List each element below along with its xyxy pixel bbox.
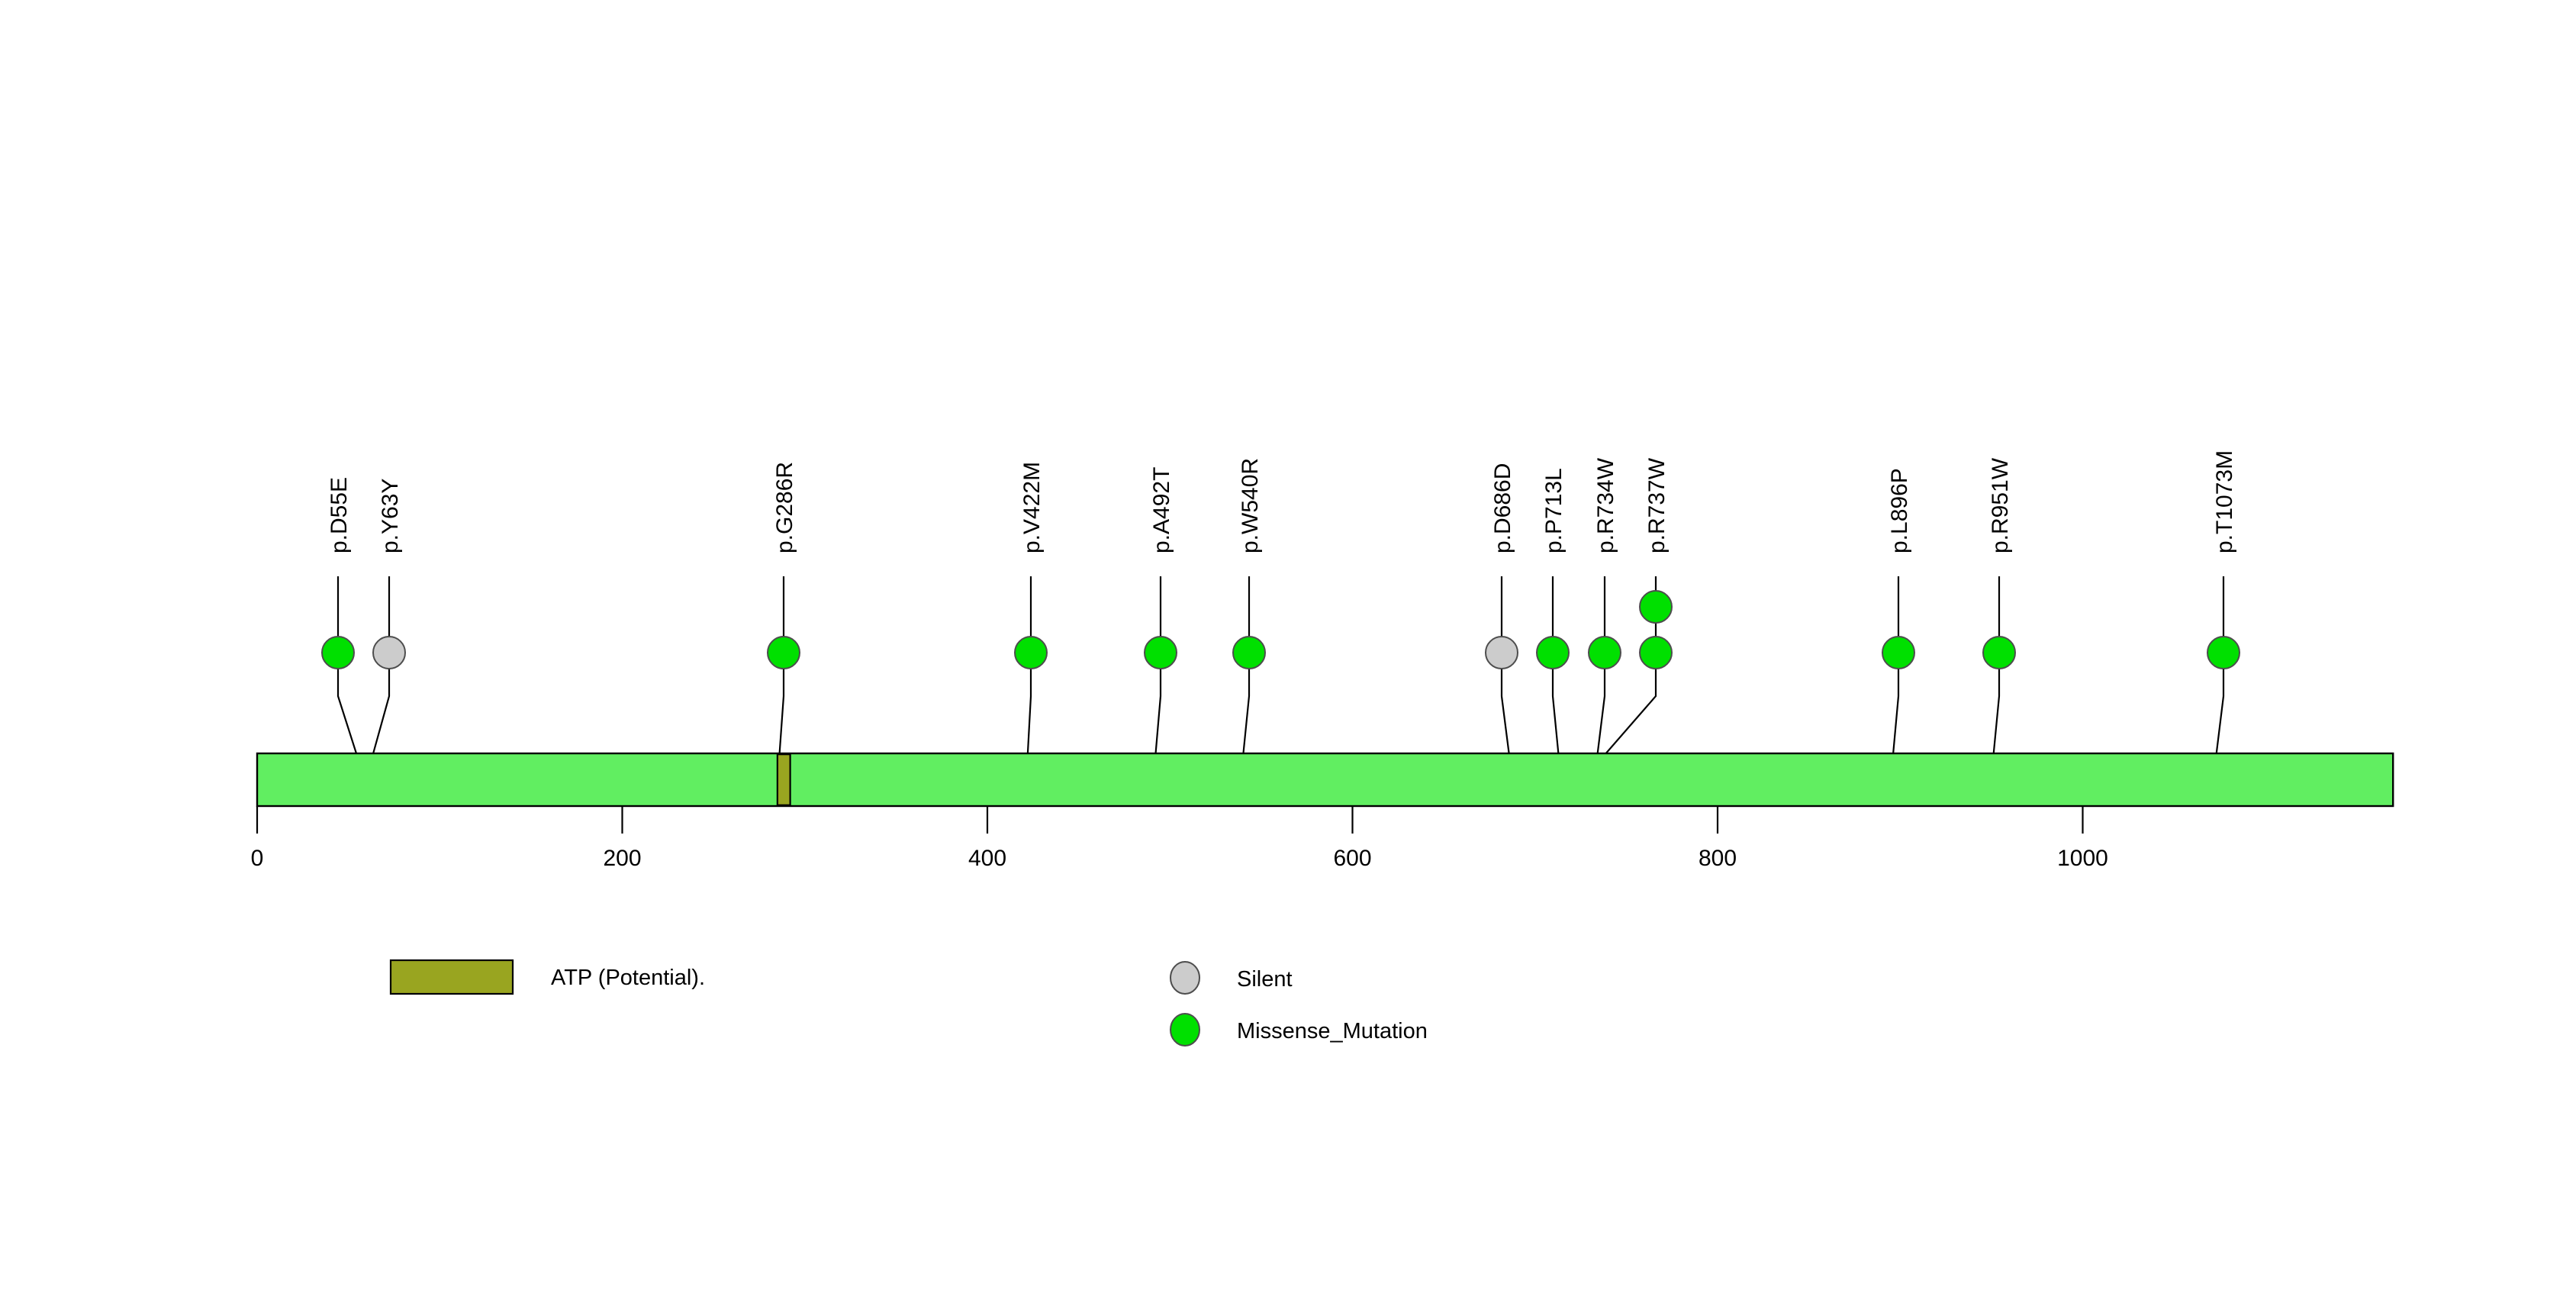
x-axis-layer: 0 200 400 600 800 1000 (251, 806, 2108, 871)
axis-tick-label-800: 800 (1699, 846, 1737, 871)
mutation-node-11[interactable] (1982, 636, 2016, 669)
mutation-node-1[interactable] (372, 636, 406, 669)
mutation-label-9: p.R737W (1644, 457, 1670, 553)
mutation-node-3[interactable] (1014, 636, 1048, 669)
mutation-label-8: p.R734W (1593, 457, 1618, 553)
domain-region-0[interactable] (776, 753, 791, 806)
legend-domain-label-0: ATP (Potential). (551, 966, 705, 990)
mutation-label-1: p.Y63Y (378, 479, 403, 553)
mutation-label-12: p.T1073M (2212, 450, 2237, 553)
mutation-label-11: p.R951W (1988, 457, 2013, 553)
axis-tick-label-200: 200 (603, 846, 641, 871)
mutation-node-12[interactable] (2207, 636, 2240, 669)
mutation-node-6[interactable] (1485, 636, 1518, 669)
axis-tick-label-0: 0 (251, 846, 264, 871)
mutation-node-4[interactable] (1144, 636, 1177, 669)
legend-mutation-label-1: Missense_Mutation (1237, 1019, 1428, 1043)
axis-tick-label-1000: 1000 (2057, 846, 2108, 871)
protein-backbone-bar (256, 752, 2394, 808)
mutation-node-5[interactable] (1232, 636, 1266, 669)
mutation-node-8[interactable] (1588, 636, 1621, 669)
legend-mutation-swatch-1[interactable] (1170, 1013, 1200, 1047)
mutation-node-0[interactable] (321, 636, 355, 669)
legend-mutation-label-0: Silent (1237, 967, 1293, 992)
axis-tick-label-400: 400 (968, 846, 1006, 871)
mutation-label-2: p.G286R (772, 462, 797, 553)
protein-backbone-layer (256, 752, 2394, 808)
mutation-node-9[interactable] (1639, 636, 1673, 669)
legend-domain-swatch-0[interactable] (389, 959, 514, 995)
mutation-label-4: p.A492T (1149, 467, 1174, 553)
mutation-label-7: p.P713L (1541, 468, 1567, 553)
mutation-label-0: p.D55E (327, 477, 352, 553)
legend-mutation-swatch-0[interactable] (1170, 961, 1200, 995)
mutation-node-7[interactable] (1536, 636, 1570, 669)
mutation-node-2[interactable] (767, 636, 800, 669)
axis-tick-label-600: 600 (1333, 846, 1371, 871)
mutation-node-10[interactable] (1882, 636, 1915, 669)
mutation-nodes-layer (321, 590, 2240, 669)
mutation-label-10: p.L896P (1887, 468, 1912, 553)
mutation-labels-layer: p.D55E p.Y63Y p.G286R p.V422M p.A492T p.W540R… (327, 450, 2237, 553)
mutation-label-5: p.W540R (1238, 458, 1263, 553)
mutation-label-6: p.D686D (1490, 463, 1515, 553)
mutation-label-3: p.V422M (1019, 462, 1045, 553)
mutation-node-9-stack-1[interactable] (1639, 590, 1673, 624)
